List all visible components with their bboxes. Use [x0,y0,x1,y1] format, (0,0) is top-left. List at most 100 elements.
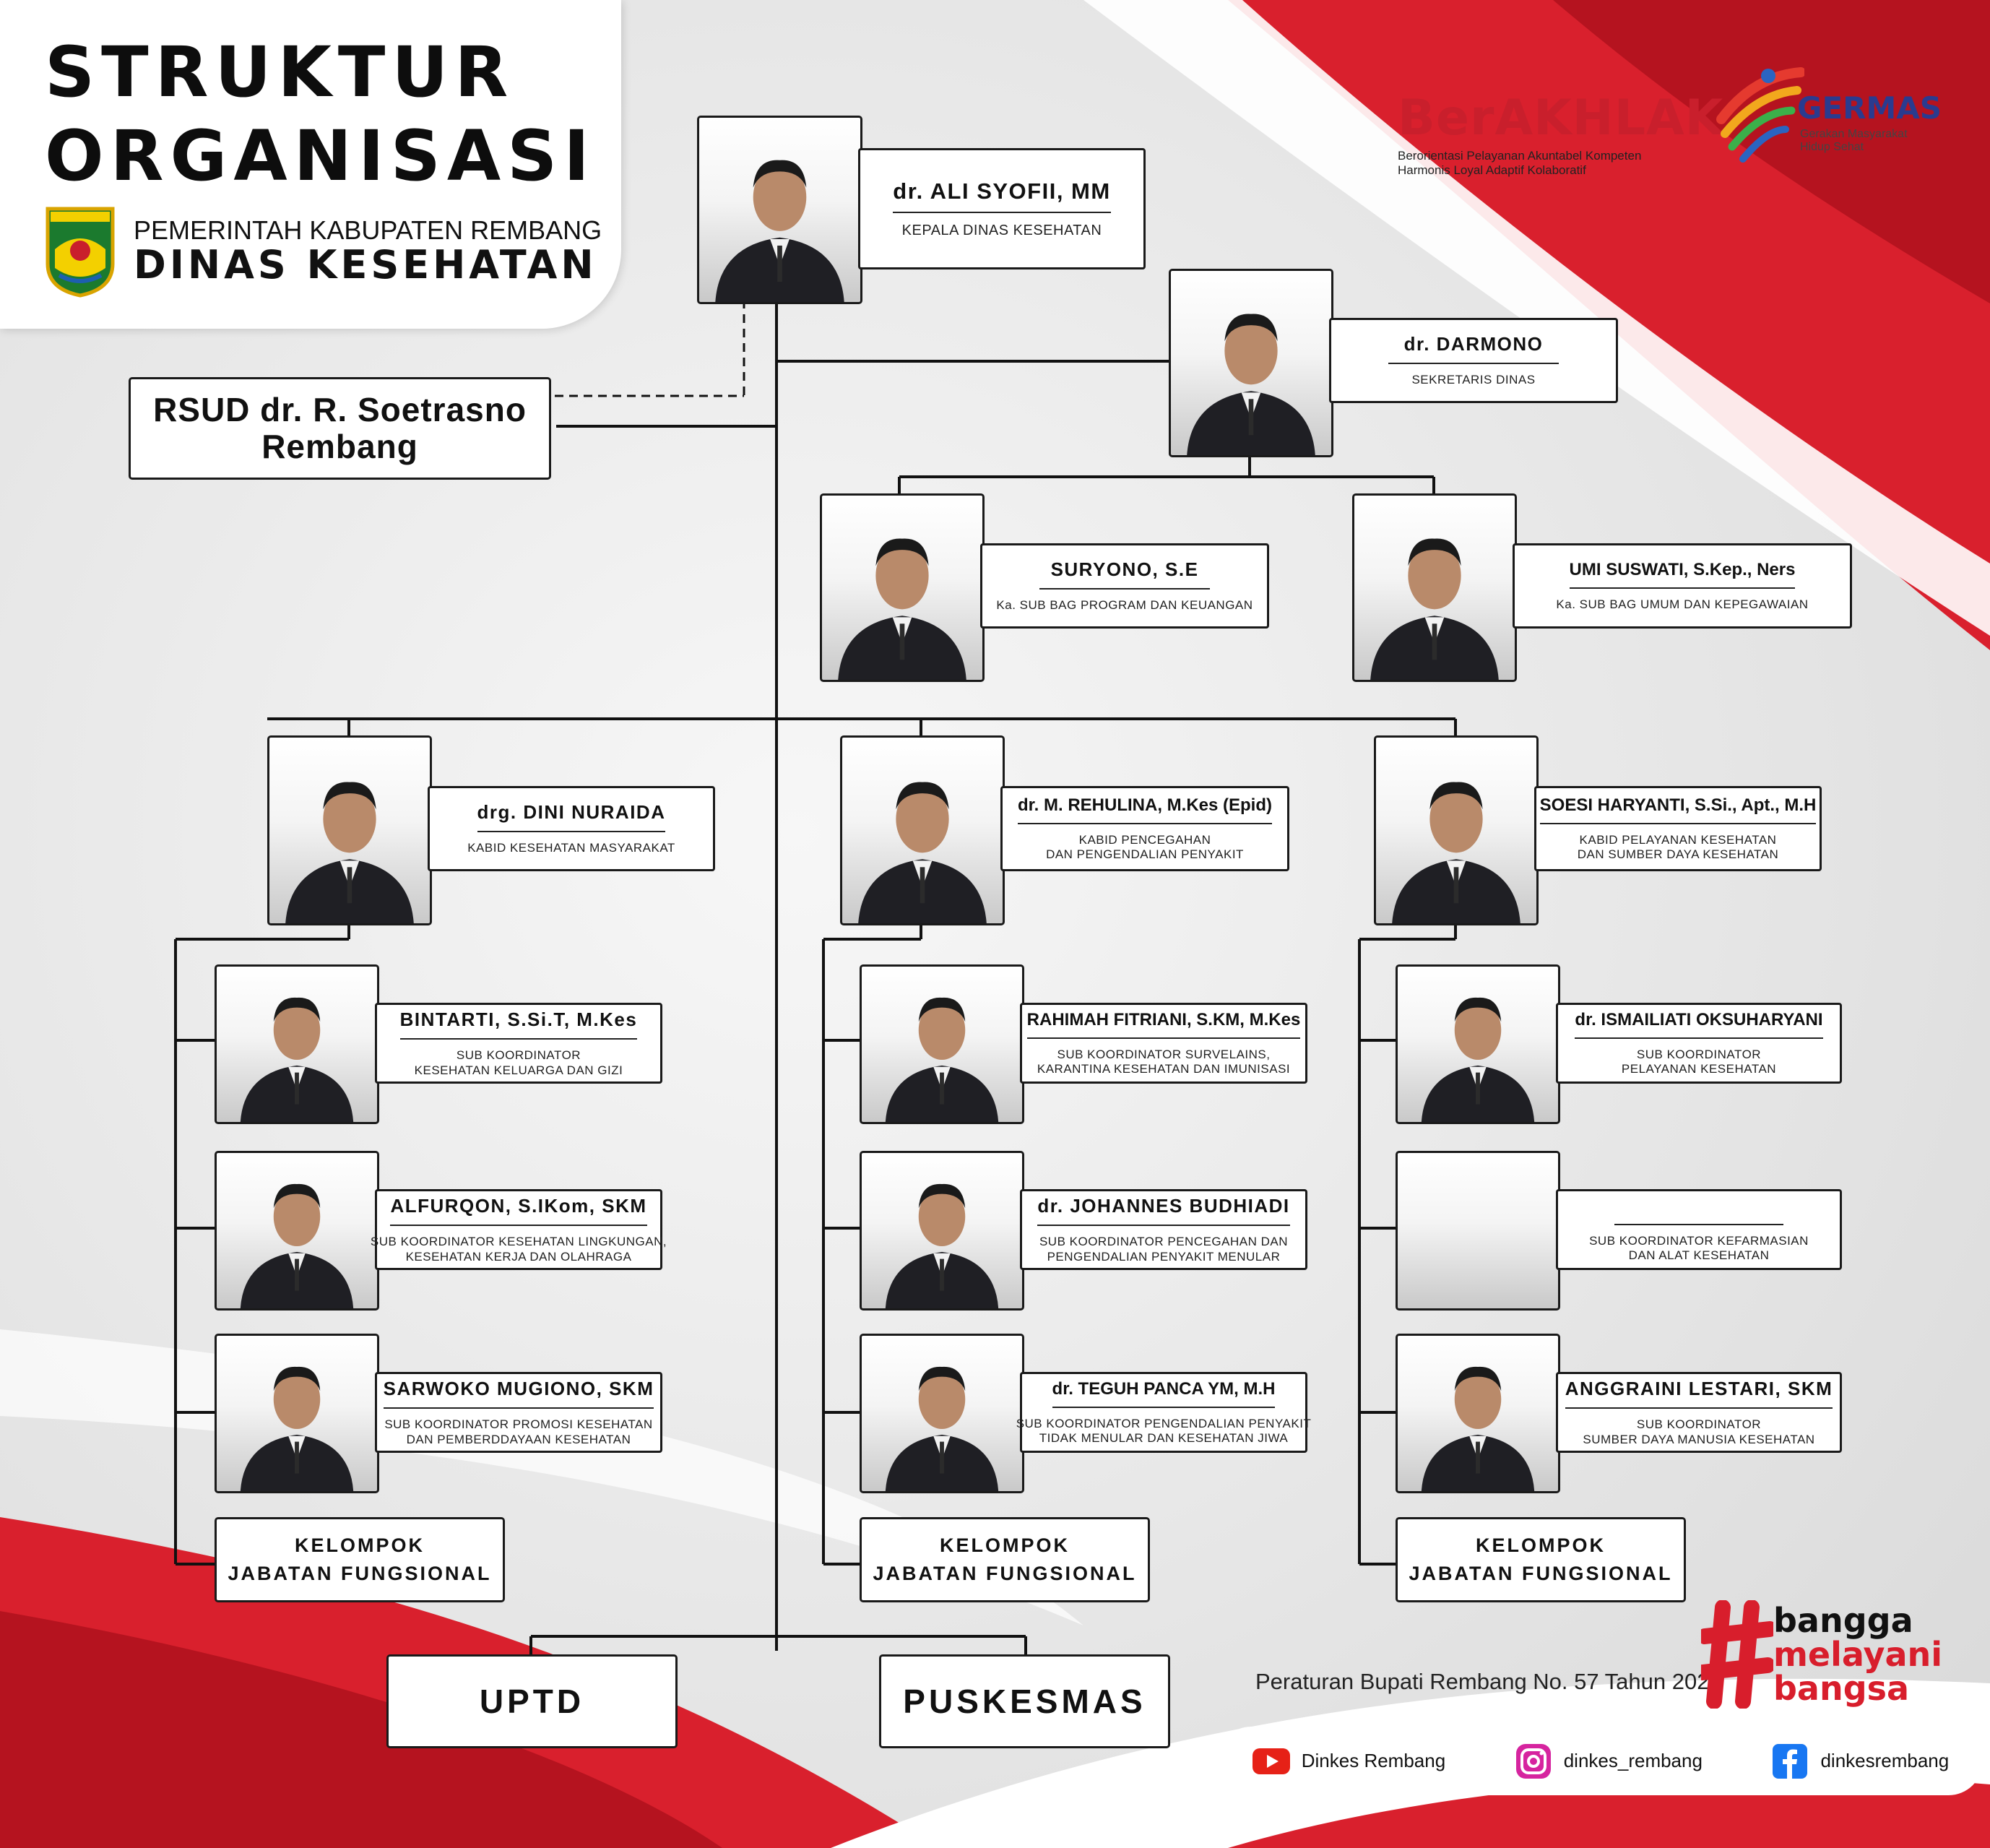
kabid-position-1-line1: KABID KESEHATAN MASYARAKAT [467,841,675,855]
portrait-head [697,116,862,304]
staff-name-3-3: ANGGRAINI LESTARI, SKM [1565,1378,1833,1409]
staff-name-1-2: ALFURQON, S.IKom, SKM [390,1195,647,1227]
puskesmas-box: PUSKESMAS [879,1654,1170,1748]
person-silhouette-icon [858,782,987,923]
portrait-staff-2-1 [860,964,1024,1124]
staff-position-1-3-line1: SUB KOORDINATOR PROMOSI KESEHATAN [384,1417,653,1432]
rsud-name-line1: RSUD dr. R. Soetrasno [153,391,527,429]
kabid-label-3: SOESI HARYANTI, S.Si., Apt., M.H KABID P… [1534,786,1822,871]
staff-position-3-3-line1: SUB KOORDINATOR [1636,1417,1762,1432]
uptd-label: UPTD [479,1683,585,1720]
facebook-handle: dinkesrembang [1820,1750,1950,1771]
person-silhouette-icon [885,997,999,1122]
portrait-kabid-1 [267,735,432,925]
portrait-staff-2-2 [860,1151,1024,1311]
person-silhouette-icon [715,160,844,302]
kelompok-box-1: KELOMPOK JABATAN FUNGSIONAL [215,1517,505,1602]
regency-emblem-icon [45,206,116,298]
social-media-bar: Dinkes Rembang dinkes_rembang dinkesremb… [1217,1727,1983,1795]
staff-position-2-3-line1: SUB KOORDINATOR PENGENDALIAN PENYAKIT [1016,1416,1312,1430]
facebook-icon [1773,1743,1808,1779]
germas-logo: GERMAS Gerakan Masyarakat Hidup Sehat [1710,61,1942,170]
portrait-staff-2-3 [860,1334,1024,1493]
kelompok-box-2: KELOMPOK JABATAN FUNGSIONAL [860,1517,1150,1602]
staff-position-3-2-line1: SUB KOORDINATOR KEFARMASIAN [1589,1233,1809,1248]
government-name: PEMERINTAH KABUPATEN REMBANG [134,215,602,245]
staff-name-3-1: dr. ISMAILIATI OKSUHARYANI [1575,1010,1823,1039]
kabid-name-1: drg. DINI NURAIDA [477,801,666,833]
kelompok-1-line1: KELOMPOK [294,1534,425,1556]
subbag-name-1: SURYONO, S.E [1039,558,1211,590]
germas-tagline: Gerakan Masyarakat Hidup Sehat [1800,128,1908,153]
hashtag-icon [1695,1599,1778,1709]
youtube-link[interactable]: Dinkes Rembang [1251,1741,1445,1782]
berakhlak-tagline-2: Harmonis Loyal Adaptif Kolaboratif [1398,163,1586,178]
kelompok-1-line2: JABATAN FUNGSIONAL [228,1563,492,1584]
staff-position-2-2-line2: PENGENDALIAN PENYAKIT MENULAR [1047,1249,1281,1264]
person-silhouette-icon [885,1183,999,1308]
staff-position-1-2: SUB KOORDINATOR KESEHATAN LINGKUNGAN,KES… [363,1235,674,1264]
portrait-staff-1-3 [215,1334,379,1493]
staff-position-1-3-line2: DAN PEMBERDDAYAAN KESEHATAN [406,1432,631,1446]
staff-position-2-1-line1: SUB KOORDINATOR SURVELAINS, [1057,1047,1271,1061]
kabid-name-2: dr. M. REHULINA, M.Kes (Epid) [1017,795,1272,824]
instagram-link[interactable]: dinkes_rembang [1513,1741,1703,1782]
staff-position-1-2-line1: SUB KOORDINATOR KESEHATAN LINGKUNGAN, [370,1235,667,1249]
facebook-link[interactable]: dinkesrembang [1770,1741,1949,1782]
staff-position-2-1: SUB KOORDINATOR SURVELAINS,KARANTINA KES… [1030,1048,1297,1077]
staff-name-2-3: dr. TEGUH PANCA YM, M.H [1052,1379,1276,1408]
department-name: DINAS KESEHATAN [134,242,597,288]
staff-position-3-1-line1: SUB KOORDINATOR [1636,1047,1762,1061]
portrait-staff-3-3 [1396,1334,1560,1493]
bangga-word-2: melayani [1773,1635,1943,1674]
kabid-position-2-line2: DAN PENGENDALIAN PENYAKIT [1046,847,1244,861]
staff-position-3-1-line2: PELAYANAN KESEHATAN [1621,1062,1777,1076]
kabid-label-1: drg. DINI NURAIDA KABID KESEHATAN MASYAR… [428,786,715,871]
kelompok-2-line2: JABATAN FUNGSIONAL [873,1563,1137,1584]
person-silhouette-icon [240,997,354,1122]
staff-label-2-3: dr. TEGUH PANCA YM, M.H SUB KOORDINATOR … [1016,1372,1311,1453]
rsud-box: RSUD dr. R. Soetrasno Rembang [129,377,551,480]
head-name: dr. ALI SYOFII, MM [893,178,1111,213]
staff-name-2-1: RAHIMAH FITRIANI, S.KM, M.Kes [1026,1010,1301,1039]
staff-label-1-2: ALFURQON, S.IKom, SKM SUB KOORDINATOR KE… [371,1189,667,1270]
bangga-word-1: bangga [1773,1601,1913,1640]
germas-logo-text: GERMAS [1797,90,1942,126]
kabid-position-3-line2: DAN SUMBER DAYA KESEHATAN [1577,847,1779,861]
person-silhouette-icon [1392,782,1520,923]
person-silhouette-icon [1421,997,1535,1122]
staff-position-2-2-line1: SUB KOORDINATOR PENCEGAHAN DAN [1039,1235,1289,1249]
staff-position-3-2-line2: DAN ALAT KESEHATAN [1628,1248,1770,1262]
regulation-note: Peraturan Bupati Rembang No. 57 Tahun 20… [1255,1669,1722,1694]
puskesmas-label: PUSKESMAS [903,1683,1146,1720]
person-silhouette-icon [240,1183,354,1308]
instagram-icon [1515,1743,1551,1779]
germas-tagline-1: Gerakan Masyarakat [1800,128,1908,140]
kabid-label-2: dr. M. REHULINA, M.Kes (Epid) KABID PENC… [1000,786,1289,871]
portrait-staff-3-1 [1396,964,1560,1124]
bangga-word-3: bangsa [1773,1669,1910,1708]
kabid-position-3-line1: KABID PELAYANAN KESEHATAN [1579,832,1777,847]
youtube-handle: Dinkes Rembang [1301,1750,1446,1771]
person-silhouette-icon [1421,1366,1535,1491]
staff-label-3-1: dr. ISMAILIATI OKSUHARYANI SUB KOORDINAT… [1556,1003,1842,1084]
staff-label-2-1: RAHIMAH FITRIANI, S.KM, M.Kes SUB KOORDI… [1020,1003,1307,1084]
kabid-position-2-line1: KABID PENCEGAHAN [1078,832,1211,847]
staff-position-1-2-line2: KESEHATAN KERJA DAN OLAHRAGA [405,1249,632,1264]
subbag-label-2: UMI SUSWATI, S.Kep., Ners Ka. SUB BAG UM… [1513,543,1852,629]
person-silhouette-icon [838,538,966,680]
portrait-kabid-2 [840,735,1005,925]
kelompok-box-3: KELOMPOK JABATAN FUNGSIONAL [1396,1517,1686,1602]
staff-name-3-2 [1614,1196,1783,1225]
youtube-icon [1252,1748,1290,1774]
